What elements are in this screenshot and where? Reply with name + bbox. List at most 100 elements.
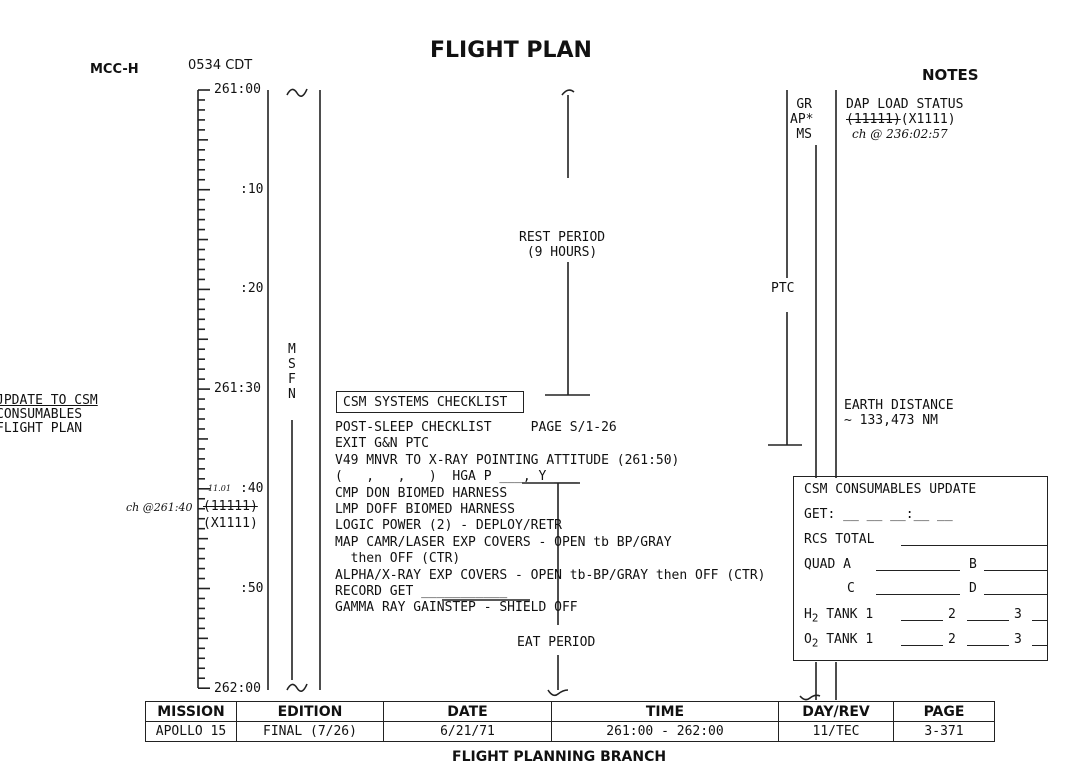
o2-tank2-field[interactable]: [967, 645, 1009, 646]
ptc-label: PTC: [771, 281, 795, 296]
quad-a-field[interactable]: [876, 570, 960, 571]
consumables-update-box: CSM CONSUMABLES UPDATE GET: __ __ __:__ …: [793, 476, 1048, 661]
quad-c-field[interactable]: [876, 594, 960, 595]
earth-distance-value: ~ 133,473 NM: [844, 413, 938, 428]
o2-tank3-label: 3: [1014, 632, 1022, 647]
footer-dayrev: 11/TEC: [778, 721, 894, 742]
msfn-letter: N: [288, 387, 296, 402]
rcs-total-field[interactable]: [901, 545, 1047, 546]
quad-b-field[interactable]: [984, 570, 1047, 571]
flight-planning-branch: FLIGHT PLANNING BRANCH: [452, 749, 667, 765]
msfn-label: M S F N: [288, 342, 296, 402]
checklist-step: CMP DON BIOMED HARNESS: [335, 485, 508, 501]
left-note-line: CONSUMABLES: [0, 407, 83, 422]
dap-new-value: (X1111): [900, 112, 956, 127]
time-label-20: :20: [240, 281, 264, 296]
rcs-total-label: RCS TOTAL: [804, 532, 875, 547]
checklist-title-box: CSM SYSTEMS CHECKLIST: [336, 391, 524, 413]
handwritten-small: 11.01: [208, 484, 231, 493]
time-label-10: :10: [240, 182, 264, 197]
notes-heading: NOTES: [922, 66, 979, 84]
msfn-letter: F: [288, 372, 296, 387]
h2-tank2-field[interactable]: [967, 620, 1009, 621]
o2-tank1-field[interactable]: [901, 645, 943, 646]
h2-tank1-field[interactable]: [901, 620, 943, 621]
time-label-261-00: 261:00: [214, 82, 261, 97]
left-note: JPDATE TO CSM CONSUMABLES FLIGHT PLAN: [0, 394, 98, 436]
clock-time: 0534 CDT: [188, 58, 253, 73]
footer-time: 261:00 - 262:00: [551, 721, 779, 742]
timeline-ruler: [198, 89, 210, 690]
checklist-step: then OFF (CTR): [335, 551, 461, 567]
checklist-title: CSM SYSTEMS CHECKLIST: [343, 395, 508, 410]
footer-table: MISSION EDITION DATE TIME DAY/REV PAGE A…: [145, 701, 995, 742]
crew-gr: GR: [796, 97, 812, 112]
footer-page: 3-371: [893, 721, 995, 742]
crew-ms: MS: [796, 127, 812, 142]
checklist-step: ( , , ) HGA P ___, Y ___: [335, 469, 578, 485]
checklist-step: LOGIC POWER (2) - DEPLOY/RETR: [335, 518, 562, 534]
left-note-line: JPDATE TO CSM: [0, 393, 98, 408]
crew-list: GR AP* MS: [790, 97, 814, 142]
quad-d-label: D: [969, 581, 977, 596]
quad-d-field[interactable]: [984, 594, 1047, 595]
earth-distance: EARTH DISTANCE ~ 133,473 NM: [844, 398, 954, 428]
o2-label: O: [804, 632, 812, 647]
footer-header-dayrev: DAY/REV: [778, 701, 894, 722]
footer-header-mission: MISSION: [145, 701, 237, 722]
dap-old-value: (11111): [846, 112, 901, 127]
left-note-line: FLIGHT PLAN: [0, 421, 83, 436]
time-label-40: :40: [240, 481, 264, 496]
o2-tank3-field[interactable]: [1032, 645, 1047, 646]
footer-date: 6/21/71: [383, 721, 552, 742]
checklist-step: POST-SLEEP CHECKLIST PAGE S/1-26: [335, 420, 617, 435]
time-label-50: :50: [240, 581, 264, 596]
quad-b-label: B: [969, 557, 977, 572]
eat-period: EAT PERIOD: [517, 635, 596, 650]
footer-edition: FINAL (7/26): [236, 721, 384, 742]
get-field[interactable]: GET: __ __ __:__ __: [804, 507, 953, 522]
consumables-title: CSM CONSUMABLES UPDATE: [804, 482, 977, 497]
h2-tank2-label: 2: [948, 607, 956, 622]
checklist-steps: POST-SLEEP CHECKLIST PAGE S/1-26 EXIT G&…: [335, 420, 765, 617]
o2-tank-label: TANK 1: [826, 632, 874, 647]
page-title: FLIGHT PLAN: [430, 38, 592, 63]
struck-dap-value: (11111): [203, 499, 258, 514]
footer-header-date: DATE: [383, 701, 552, 722]
o2-tank2-label: 2: [948, 632, 956, 647]
checklist-step: V49 MNVR TO X-RAY POINTING ATTITUDE (261…: [335, 452, 680, 468]
rest-period-label: REST PERIOD: [519, 230, 606, 245]
msfn-letter: S: [288, 357, 296, 372]
rest-period-duration: (9 HOURS): [526, 245, 598, 260]
footer-header-page: PAGE: [893, 701, 995, 722]
checklist-step: EXIT G&N PTC: [335, 436, 429, 452]
new-dap-value: (X1111): [203, 516, 258, 531]
dap-handwritten: ch @ 236:02:57: [852, 127, 948, 141]
dap-title: DAP LOAD STATUS: [846, 97, 964, 112]
footer-header-time: TIME: [551, 701, 779, 722]
checklist-step: MAP CAMR/LASER EXP COVERS - OPEN tb BP/G…: [335, 534, 672, 550]
checklist-step: LMP DOFF BIOMED HARNESS: [335, 502, 516, 518]
o2-subscript: 2: [811, 636, 819, 650]
h2-tank3-label: 3: [1014, 607, 1022, 622]
checklist-step: ALPHA/X-RAY EXP COVERS - OPEN tb-BP/GRAY…: [335, 567, 766, 583]
o2-tank-row: O2 TANK 1: [804, 633, 873, 649]
h2-tank3-field[interactable]: [1032, 620, 1047, 621]
footer-header-edition: EDITION: [236, 701, 384, 722]
h2-subscript: 2: [811, 611, 819, 625]
earth-distance-label: EARTH DISTANCE: [844, 398, 954, 413]
dap-load-status: DAP LOAD STATUS (11111)(X1111) ch @ 236:…: [846, 97, 963, 142]
crew-ap: AP*: [790, 112, 814, 127]
time-label-262-00: 262:00: [214, 681, 261, 696]
h2-tank-row: H2 TANK 1: [804, 608, 873, 624]
quad-c-label: C: [847, 581, 855, 596]
quad-a-label: QUAD A: [804, 557, 851, 572]
station-label: MCC-H: [90, 62, 139, 77]
h2-tank-label: TANK 1: [826, 607, 874, 622]
checklist-step: GAMMA RAY GAINSTEP - SHIELD OFF: [335, 600, 578, 616]
time-label-261-30: 261:30: [214, 381, 261, 396]
footer-mission: APOLLO 15: [145, 721, 237, 742]
rest-period: REST PERIOD (9 HOURS): [519, 230, 605, 260]
